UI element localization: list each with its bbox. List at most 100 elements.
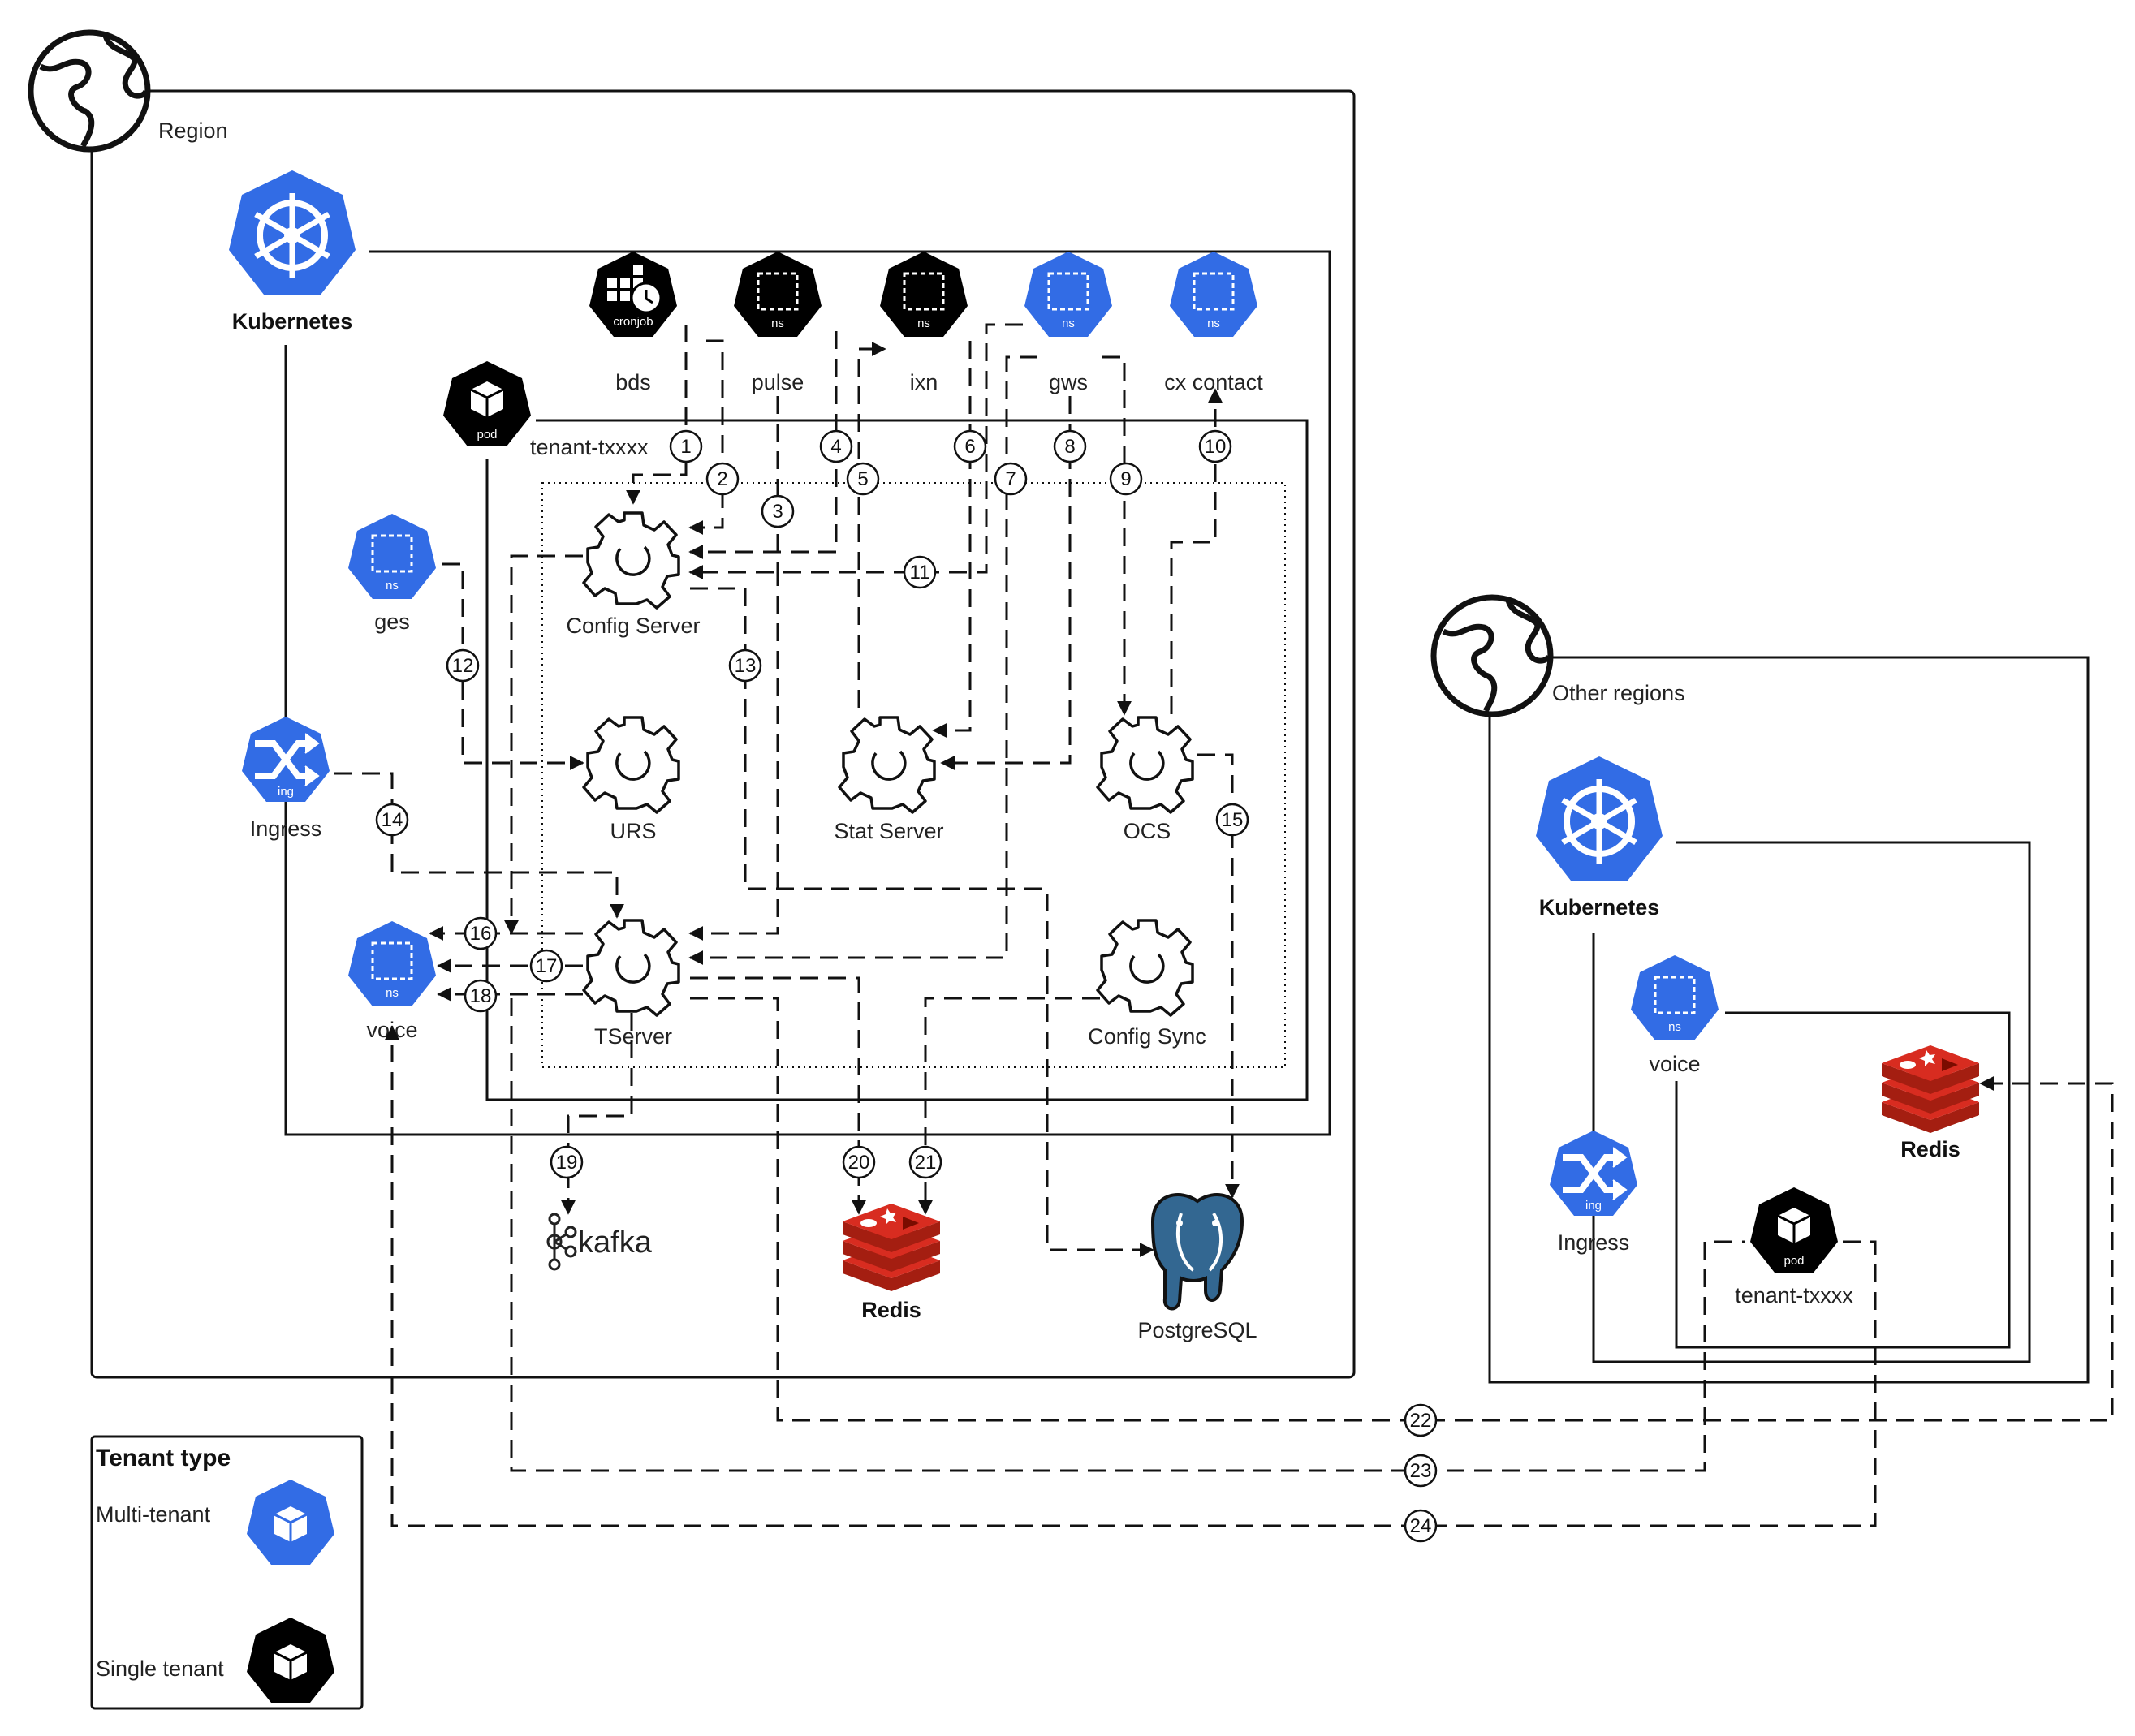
legend-single-tenant: Single tenant	[96, 1656, 224, 1681]
connection-number: 2	[705, 462, 740, 496]
redis-icon[interactable]	[843, 1204, 940, 1291]
connection-number: 1	[669, 429, 703, 463]
svg-text:16: 16	[470, 923, 492, 945]
bds-label: bds	[615, 370, 651, 394]
single-tenant-hex-icon	[247, 1618, 334, 1703]
ocs-gear-icon[interactable]	[1096, 716, 1194, 814]
connection-number: 3	[761, 494, 795, 528]
connection-number: 5	[846, 462, 880, 496]
tenant-other-pod-node[interactable]: pod	[1750, 1187, 1838, 1273]
bds-node[interactable]: cronjob	[589, 252, 677, 337]
svg-text:11: 11	[910, 562, 930, 584]
connection-number: 9	[1109, 462, 1143, 496]
tenant-pod-node[interactable]: pod	[443, 361, 531, 446]
connection-number: 20	[842, 1145, 876, 1179]
tserver-gear-icon[interactable]	[582, 919, 680, 1017]
ges-label: ges	[374, 610, 410, 634]
connection-number: 10	[1198, 429, 1232, 463]
ixn-label: ixn	[910, 370, 938, 394]
gws-node[interactable]: ns	[1024, 252, 1112, 337]
kafka-icon[interactable]	[546, 1213, 577, 1271]
other-regions-label: Other regions	[1552, 681, 1685, 705]
kubernetes-other-label: Kubernetes	[1539, 895, 1660, 920]
tenant-label: tenant-txxxx	[530, 435, 649, 459]
svg-text:ns: ns	[386, 579, 399, 592]
pulse-label: pulse	[752, 370, 804, 394]
cx-contact-label: cx contact	[1164, 370, 1263, 394]
ges-node[interactable]: ns	[348, 514, 436, 599]
svg-text:24: 24	[1410, 1515, 1432, 1537]
gws-label: gws	[1049, 370, 1088, 394]
svg-text:15: 15	[1222, 809, 1244, 831]
kubernetes-other-boundary	[1592, 841, 2031, 1363]
tenant-boundary	[485, 419, 1309, 1101]
voice-other-boundary	[1675, 1011, 2011, 1349]
kubernetes-helm-icon	[1536, 756, 1663, 881]
connection-number: 7	[994, 462, 1028, 496]
legend-multi-tenant: Multi-tenant	[96, 1502, 211, 1527]
namespace-icon	[903, 272, 945, 311]
connection-number: 16	[464, 916, 498, 950]
redis-label: Redis	[861, 1298, 921, 1322]
svg-text:14: 14	[382, 809, 403, 831]
namespace-icon	[371, 534, 413, 573]
connection-number: 24	[1404, 1509, 1438, 1543]
ingress-label: Ingress	[250, 816, 322, 841]
legend: Tenant type Multi-tenant Single tenant	[90, 1435, 364, 1710]
svg-text:7: 7	[1005, 468, 1016, 490]
connections	[334, 323, 2114, 1527]
connection-number: 12	[446, 648, 480, 683]
pulse-node[interactable]: ns	[734, 252, 822, 337]
config-server-label: Config Server	[566, 614, 700, 638]
multi-tenant-hex-icon	[247, 1480, 334, 1565]
connection-number: 14	[375, 803, 409, 837]
svg-text:ing: ing	[1585, 1199, 1602, 1213]
legend-title: Tenant type	[96, 1445, 231, 1471]
svg-text:9: 9	[1120, 468, 1131, 490]
redis-other-label: Redis	[1900, 1137, 1960, 1161]
connection-number: 15	[1215, 803, 1249, 837]
ocs-label: OCS	[1124, 819, 1171, 843]
redis-other-icon[interactable]	[1882, 1045, 1979, 1133]
voice-node[interactable]: ns	[348, 921, 436, 1006]
cx-contact-node[interactable]: ns	[1170, 252, 1257, 337]
namespace-icon	[1654, 976, 1696, 1014]
svg-text:13: 13	[735, 655, 757, 677]
urs-gear-icon[interactable]	[582, 716, 680, 814]
connection-number: 13	[728, 648, 762, 683]
connection-number: 17	[529, 949, 563, 983]
connection-number: 6	[953, 429, 987, 463]
connection-number: 22	[1404, 1403, 1438, 1437]
svg-text:ns: ns	[1207, 317, 1220, 330]
cronjob-icon	[607, 265, 662, 314]
connection-number: 11	[903, 555, 937, 589]
svg-text:6: 6	[964, 436, 975, 458]
ixn-node[interactable]: ns	[880, 252, 968, 337]
region-boundary	[90, 89, 1356, 1379]
svg-text:cronjob: cronjob	[613, 315, 653, 329]
stat-server-gear-icon[interactable]	[838, 716, 936, 814]
svg-text:8: 8	[1064, 436, 1075, 458]
namespace-icon	[371, 941, 413, 980]
globe-icon	[1430, 594, 1554, 717]
config-sync-gear-icon[interactable]	[1096, 919, 1194, 1017]
svg-text:ns: ns	[1668, 1020, 1681, 1034]
svg-text:22: 22	[1410, 1410, 1432, 1432]
namespace-icon	[757, 272, 799, 311]
config-sync-label: Config Sync	[1088, 1024, 1206, 1049]
voice-other-node[interactable]: ns	[1631, 955, 1719, 1040]
postgresql-elephant-icon[interactable]	[1150, 1193, 1244, 1311]
connection-number: 23	[1404, 1454, 1438, 1488]
ingress-other-node[interactable]: ing	[1550, 1131, 1637, 1216]
ingress-node[interactable]: ing	[242, 717, 330, 802]
kafka-label: kafka	[578, 1226, 653, 1260]
connection-number: 8	[1053, 429, 1087, 463]
svg-text:12: 12	[452, 655, 474, 677]
namespace-icon	[1193, 272, 1235, 311]
namespace-icon	[1047, 272, 1089, 311]
connection-number: 19	[550, 1145, 584, 1179]
stat-server-label: Stat Server	[834, 819, 943, 843]
config-server-gear-icon[interactable]	[582, 511, 680, 610]
svg-text:20: 20	[848, 1152, 870, 1174]
